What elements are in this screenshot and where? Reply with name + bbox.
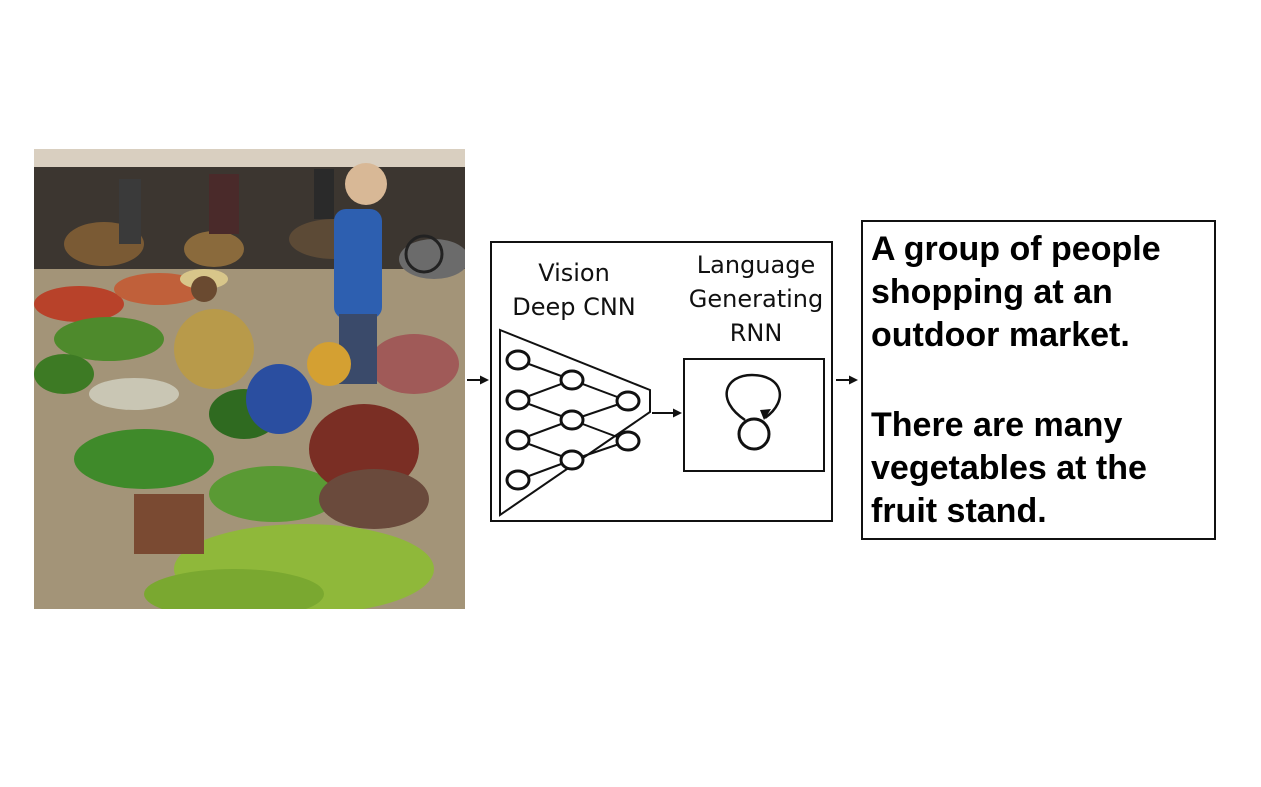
rnn-box <box>683 358 825 472</box>
language-label-line3: RNN <box>729 319 783 347</box>
caption-sentence-1: A group of people shopping at an outdoor… <box>871 230 1161 354</box>
language-label-line2: Generating <box>688 285 824 313</box>
market-photo <box>34 149 465 609</box>
vision-label-line1: Vision <box>538 259 610 287</box>
vision-cnn-label: Vision Deep CNN <box>494 256 654 324</box>
model-box <box>490 241 833 522</box>
caption-output-box: A group of people shopping at an outdoor… <box>861 220 1216 540</box>
caption-sentence-2: There are many vegetables at the fruit s… <box>871 406 1147 530</box>
cnn-trapezoid <box>499 328 651 517</box>
language-label-line1: Language <box>696 251 816 279</box>
language-rnn-label: Language Generating RNN <box>683 248 829 350</box>
rnn-loop-arrowhead <box>760 409 771 420</box>
vision-label-line2: Deep CNN <box>512 293 636 321</box>
rnn-node <box>737 417 771 451</box>
cnn-nodes <box>505 349 641 491</box>
rnn-self-loop <box>725 373 782 422</box>
